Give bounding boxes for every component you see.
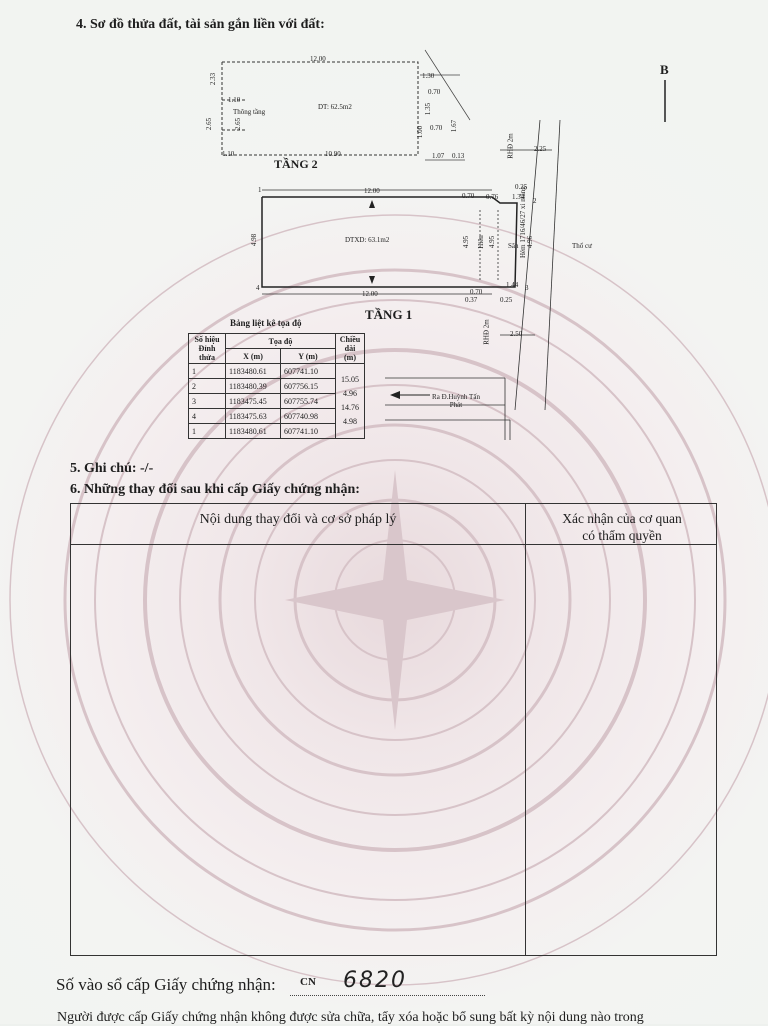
column-divider (525, 504, 526, 955)
cell-y: 607755.74 (280, 393, 336, 409)
f1-dim-inner-b: 4.95 (488, 235, 497, 249)
section-4-title: 4. Sơ đồ thửa đất, tài sản gắn liền với … (76, 17, 325, 32)
length-value: 15.05 (341, 375, 359, 384)
f1-dim-inner-a: 4.95 (462, 235, 471, 249)
f2-dim-left-inner: 2.65 (205, 117, 214, 131)
f2-dim-right-c: 1.35 (424, 102, 433, 116)
f1-dim-t2: 0.76 (486, 193, 499, 201)
serial-dotted-line (290, 995, 485, 996)
north-label: B (660, 62, 669, 77)
f2-dim-right-a: 1.30 (422, 72, 435, 80)
f2-dim-top: 12.00 (310, 55, 326, 63)
serial-prefix: CN (300, 976, 316, 988)
length-value: 4.96 (343, 389, 357, 398)
f1-corner-3: 3 (525, 284, 529, 292)
f2-area: DT: 62.5m2 (318, 103, 352, 111)
cell-y: 607741.10 (280, 363, 336, 379)
confirmation-col-header: Xác nhận của cơ quan có thẩm quyền (527, 510, 717, 544)
col-header-length: Chiều dài (m) (335, 333, 365, 364)
f1-dim-b4: 1.44 (506, 281, 519, 289)
cell-point: 2 (188, 378, 226, 394)
table-row: 4 1183475.63 607740.98 (188, 408, 365, 424)
f2-void-label: Thông tầng (233, 108, 266, 116)
col-header-y: Y (m) (280, 348, 336, 364)
f1-area: DTXD: 63.1m2 (345, 236, 390, 244)
f1-alley-w2: 2.50 (510, 330, 523, 338)
cell-point: 1 (188, 423, 226, 439)
table-row: 1 1183480.61 607741.10 15.05 4.96 14.76 … (188, 363, 365, 439)
length-value: 14.76 (341, 403, 359, 412)
f1-dim-b2: 0.37 (465, 296, 478, 304)
cell-x: 1183475.45 (225, 393, 281, 409)
table-row: 1 1183480.61 607741.10 (188, 423, 365, 439)
f2-dim-step-bottom: 1.10 (222, 150, 235, 158)
col-header-point: Số hiệu Đỉnh thửa (188, 333, 226, 364)
f1-dim-top: 12.00 (364, 187, 380, 195)
f1-exit-label: Ra Đ.Huỳnh Tấn Phát (432, 393, 480, 409)
f2-dim-left-inner2: 2.65 (234, 117, 243, 131)
serial-label: Số vào sổ cấp Giấy chứng nhận: (56, 975, 276, 994)
f2-dim-step-top: 1.10 (228, 96, 241, 104)
f1-door-label: Hiên (476, 235, 485, 249)
f1-dim-t3: 0.25 (515, 183, 528, 191)
cell-y: 607756.15 (280, 378, 336, 394)
f1-corner-1: 1 (258, 186, 262, 194)
f2-dim-right-b: 0.70 (428, 88, 441, 96)
f1-dim-b1: 0.70 (470, 288, 483, 296)
cell-x: 1183475.63 (225, 408, 281, 424)
section-6-title: 6. Những thay đổi sau khi cấp Giấy chứng… (70, 482, 360, 497)
f2-dim-right-g: 1.07 (432, 152, 445, 160)
f1-dim-b3: 0.25 (500, 296, 513, 304)
f1-rot1: RHĐ 2m (506, 133, 515, 159)
f1-rot2: RHĐ 2m (482, 319, 491, 345)
col-header-coord: Tọa độ (225, 333, 336, 349)
cell-y: 607740.98 (280, 408, 336, 424)
cell-y: 607741.10 (280, 423, 336, 439)
col-header-x: X (m) (225, 348, 281, 364)
north-arrow-icon (664, 80, 666, 122)
cell-x: 1183480.61 (225, 423, 281, 439)
f1-yard-label: Sân (508, 242, 519, 250)
confirmation-header-line1: Xác nhận của cơ quan (562, 511, 682, 526)
f1-dim-right: 4.96 (526, 235, 535, 249)
f1-dim-t4: 1.34 (512, 193, 525, 201)
floor1-label: TẦNG 1 (365, 307, 413, 322)
cell-point: 4 (188, 408, 226, 424)
f2-dim-right-e: 1.67 (450, 119, 459, 133)
f1-corner-4: 4 (256, 284, 260, 292)
f2-dim-left-outer: 2.33 (209, 72, 218, 86)
f1-neighbor-label: Thổ cư (572, 242, 592, 250)
changes-col-header: Nội dung thay đổi và cơ sở pháp lý (199, 512, 397, 527)
floor2-label: TẦNG 2 (274, 157, 318, 171)
section-5-title: 5. Ghi chú: -/- (70, 461, 154, 476)
f1-alley-label: Hẻm 1716/46/27 xi măng (519, 186, 527, 258)
f2-dim-bottom: 10.90 (325, 150, 341, 158)
length-value: 4.98 (343, 417, 357, 426)
changes-table: Nội dung thay đổi và cơ sở pháp lý Xác n… (70, 503, 717, 956)
header-divider (71, 544, 716, 545)
serial-number: 6820 (343, 968, 407, 993)
f1-dim-left: 4.98 (250, 233, 259, 247)
f2-dim-right-f: 1.00 (416, 125, 425, 139)
f1-dim-bottom: 12.00 (362, 290, 378, 298)
coordinate-table: Số hiệu Đỉnh thửa Tọa độ Chiều dài (m) X… (188, 333, 365, 439)
site-plan-diagram (221, 49, 561, 440)
f1-alley-w1: 2.25 (534, 145, 547, 153)
cell-x: 1183480.61 (225, 363, 281, 379)
coord-table-title: Bảng liệt kê tọa độ (230, 318, 302, 328)
f2-dim-right-h: 0.13 (452, 152, 465, 160)
confirmation-header-line2: có thẩm quyền (582, 528, 662, 543)
f1-dim-t1: 0.70 (462, 192, 475, 200)
f2-dim-right-d: 0.70 (430, 124, 443, 132)
cell-x: 1183480.39 (225, 378, 281, 394)
footer-note: Người được cấp Giấy chứng nhận không đượ… (57, 1010, 644, 1025)
cell-point: 3 (188, 393, 226, 409)
cell-point: 1 (188, 363, 226, 379)
f1-corner-2: 2 (533, 197, 537, 205)
cell-lengths: 15.05 4.96 14.76 4.98 (335, 363, 365, 439)
